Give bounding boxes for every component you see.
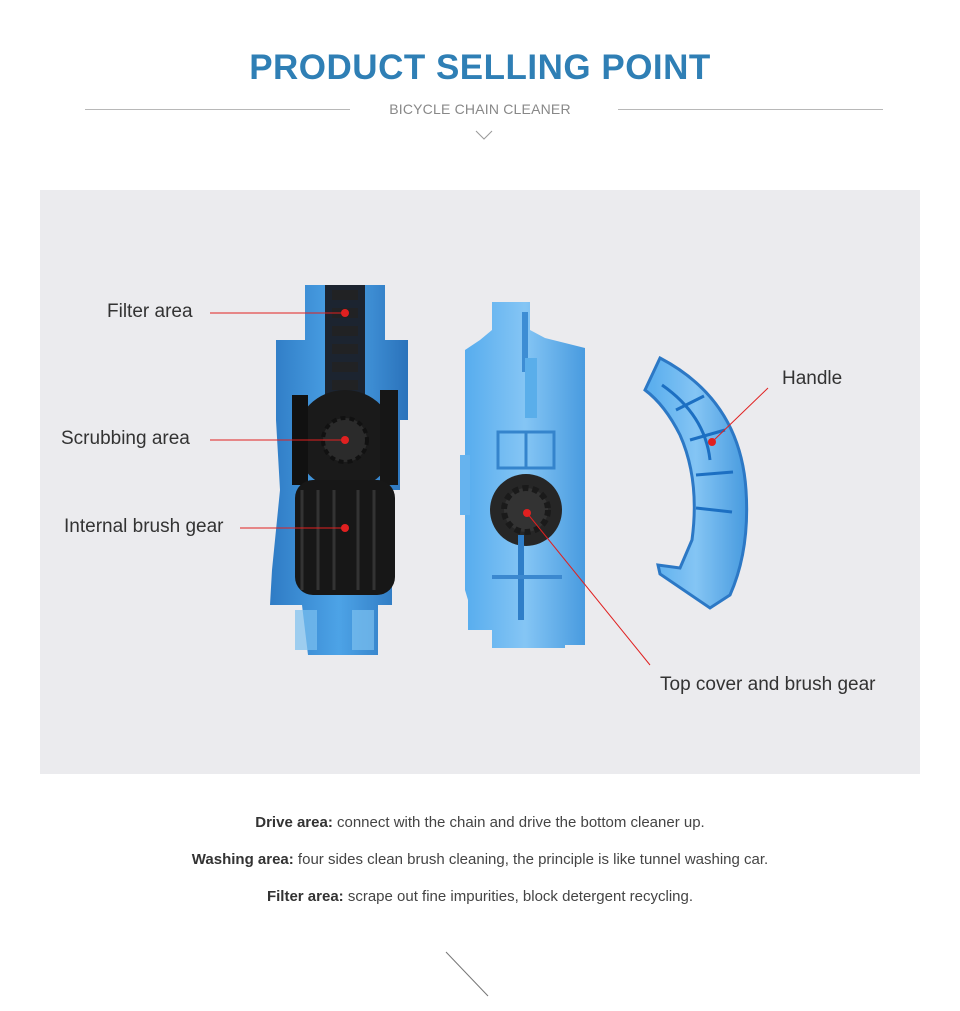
callout-lines <box>210 312 769 666</box>
product-photo: Filter area Scrubbing area Internal brus… <box>40 190 920 774</box>
callout-filter-area: Filter area <box>107 301 193 322</box>
top-cover <box>460 302 585 648</box>
description-filter-area: Filter area: scrape out fine impurities,… <box>266 888 694 905</box>
title-divider-right <box>618 109 883 110</box>
bottom-cleaner-body <box>270 285 408 655</box>
product-illustration <box>210 285 769 666</box>
title-divider-left <box>85 109 350 110</box>
chevron-down-icon <box>475 130 493 140</box>
page-title: PRODUCT SELLING POINT <box>249 48 711 87</box>
page-subtitle: BICYCLE CHAIN CLEANER <box>389 101 571 117</box>
callout-internal-brush-gear: Internal brush gear <box>64 516 224 537</box>
callout-scrubbing-area: Scrubbing area <box>61 428 190 449</box>
callout-top-cover: Top cover and brush gear <box>660 674 876 695</box>
description-washing-area: Washing area: four sides clean brush cle… <box>191 851 769 868</box>
callout-dots <box>341 309 716 532</box>
description-drive-area: Drive area: connect with the chain and d… <box>255 814 705 831</box>
decorative-diagonal-line <box>445 951 489 997</box>
callout-handle: Handle <box>782 368 843 389</box>
handle-part <box>643 355 749 610</box>
